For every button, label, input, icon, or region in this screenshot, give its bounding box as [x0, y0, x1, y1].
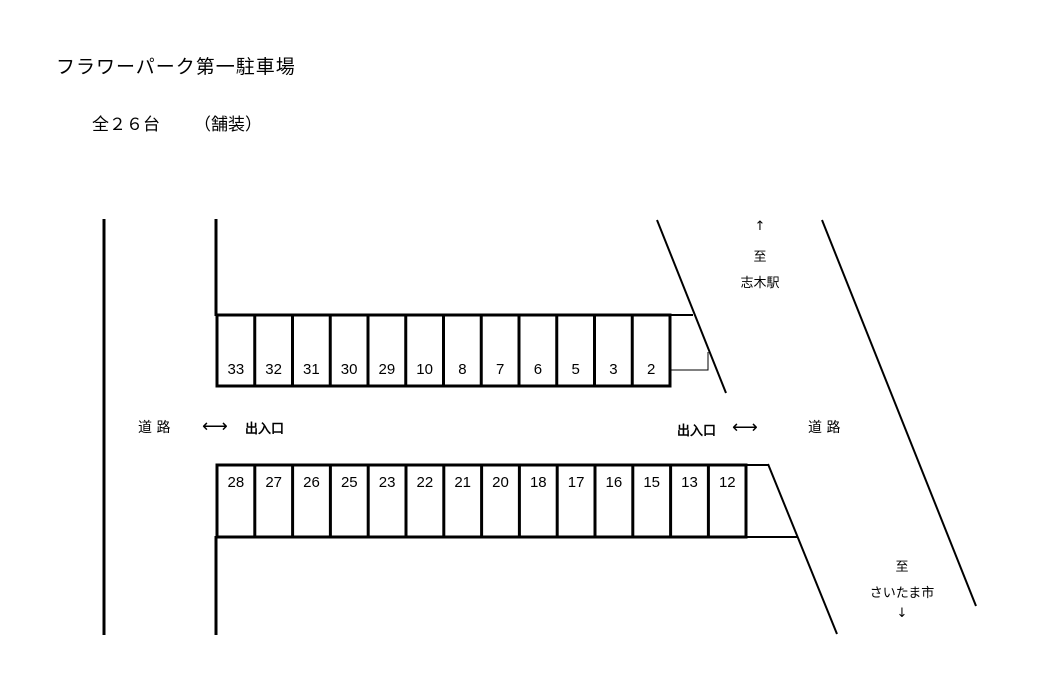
north-to-label: 至 [753, 250, 767, 265]
down-arrow-icon: ↓ [896, 606, 908, 621]
right-road-edge-upper [656, 219, 727, 394]
parking-stall: 5 [571, 361, 580, 378]
right-road-far-edge [821, 219, 977, 607]
right-double-arrow-icon: ⟷ [732, 417, 758, 438]
parking-stall: 13 [681, 474, 698, 491]
surface-type: （舗装） [194, 115, 262, 135]
parking-stall: 29 [378, 361, 396, 378]
south-to-label: 至 [895, 560, 909, 575]
parking-stall: 17 [567, 474, 585, 491]
parking-stall: 20 [492, 474, 509, 491]
north-destination: 志木駅 [740, 276, 780, 291]
parking-stall: 33 [227, 361, 245, 378]
parking-stall: 8 [458, 361, 467, 378]
south-destination: さいたま市 [869, 586, 935, 601]
parking-stall: 2 [646, 361, 656, 378]
parking-stall: 31 [303, 361, 320, 378]
parking-stall: 3 [609, 361, 618, 378]
capacity-info: 全２６台 （舗装） [92, 110, 262, 135]
right-road-edge-lower [767, 463, 838, 635]
parking-stall: 28 [227, 474, 245, 491]
parking-stall: 22 [416, 474, 434, 491]
parking-stall: 15 [643, 474, 661, 491]
up-arrow-icon: ↑ [754, 219, 766, 234]
parking-stall: 23 [378, 474, 396, 491]
page-title: フラワーパーク第一駐車場 [56, 56, 296, 78]
parking-stall: 21 [454, 474, 472, 491]
capacity-count: 全２６台 [92, 115, 160, 135]
left-road-label: 道 路 [138, 420, 171, 436]
parking-stall: 26 [303, 474, 320, 491]
parking-stall: 12 [718, 474, 736, 491]
parking-stall: 7 [495, 361, 505, 378]
left-double-arrow-icon: ⟷ [202, 416, 228, 437]
upper-parking-row [215, 313, 709, 388]
right-entrance-label: 出入口 [677, 424, 717, 439]
parking-stall: 6 [533, 361, 543, 378]
parking-stall: 25 [340, 474, 358, 491]
parking-stall: 30 [340, 361, 358, 378]
parking-stall: 27 [265, 474, 283, 491]
left-entrance-label: 出入口 [245, 422, 285, 437]
parking-stall: 18 [529, 474, 547, 491]
right-road-label: 道 路 [808, 420, 841, 436]
parking-stall: 10 [416, 361, 433, 378]
parking-stall: 32 [265, 361, 282, 378]
parking-stall: 16 [605, 474, 623, 491]
lower-parking-row [215, 463, 798, 539]
